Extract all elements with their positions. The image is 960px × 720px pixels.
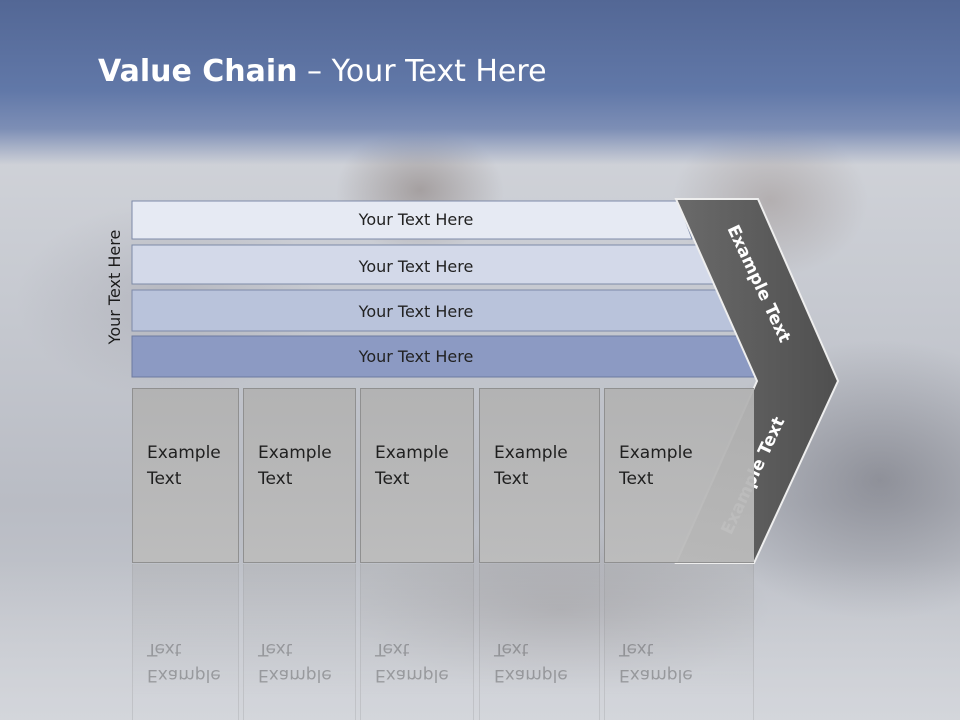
- bar-2-label: Your Text Here: [358, 257, 474, 276]
- card-4-reflection: Example Text: [479, 564, 600, 720]
- card-1[interactable]: Example Text: [132, 388, 239, 563]
- slide-title: Value Chain – Your Text Here: [98, 54, 547, 89]
- bar-1[interactable]: [131, 200, 693, 240]
- card-1-reflection: Example Text: [132, 564, 239, 720]
- bar-4-label: Your Text Here: [358, 347, 474, 366]
- card-2-reflection-text: Example Text: [258, 639, 332, 685]
- card-3-reflection-text: Example Text: [375, 639, 449, 685]
- bottom-fade: [0, 560, 960, 720]
- bar-1-label: Your Text Here: [358, 210, 474, 229]
- card-1-text: Example Text: [147, 443, 221, 489]
- cards-reflection: Example Text Example Text Example Text E…: [0, 564, 960, 720]
- card-5-reflection: Example Text: [604, 564, 754, 720]
- card-5-reflection-text: Example Text: [619, 639, 693, 685]
- title-bold: Value Chain: [98, 54, 298, 89]
- card-5[interactable]: Example Text: [604, 388, 754, 563]
- card-5-text: Example Text: [619, 443, 693, 489]
- card-2-reflection: Example Text: [243, 564, 356, 720]
- card-4-reflection-text: Example Text: [494, 639, 568, 685]
- title-band: [0, 0, 960, 165]
- card-1-reflection-text: Example Text: [147, 639, 221, 685]
- card-4-text: Example Text: [494, 443, 568, 489]
- title-rest: – Your Text Here: [297, 54, 547, 89]
- reflection-inner: Example Text Example Text Example Text E…: [0, 564, 960, 720]
- card-3-reflection: Example Text: [360, 564, 474, 720]
- card-4[interactable]: Example Text: [479, 388, 600, 563]
- card-2-text: Example Text: [258, 443, 332, 489]
- card-3-text: Example Text: [375, 443, 449, 489]
- card-3[interactable]: Example Text: [360, 388, 474, 563]
- card-2[interactable]: Example Text: [243, 388, 356, 563]
- bar-3-label: Your Text Here: [358, 302, 474, 321]
